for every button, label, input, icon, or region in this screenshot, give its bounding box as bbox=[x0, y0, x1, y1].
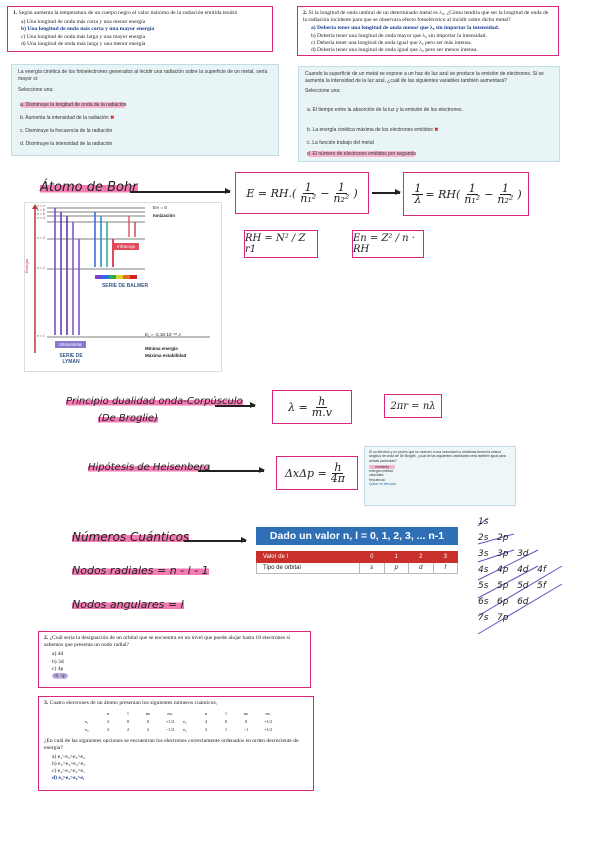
e-infinity-label: E∞ = 0 bbox=[153, 205, 167, 210]
table-row: Valor de l 0 1 2 3 bbox=[256, 551, 458, 563]
clear-choice-link[interactable]: Quitar mi elección bbox=[369, 482, 397, 487]
aufbau-arrows-svg bbox=[477, 517, 563, 635]
question-1-stem: 1. Según aumenta la temperatura de un cu… bbox=[13, 10, 237, 16]
moodle-left-option-a[interactable]: a. Disminuye la longitud de onda de la r… bbox=[20, 102, 127, 108]
question-1-option-a: a) Una longitud de onda más corta y una … bbox=[21, 19, 146, 26]
moodle-right-option-b[interactable]: b. La energía cinética máxima de los ele… bbox=[307, 127, 439, 133]
moodle-right-prompt: Seleccione una: bbox=[305, 88, 341, 94]
level-label-n1: n = 1 bbox=[37, 334, 45, 338]
question-4-stem: 3. Cuatro electrones de un átomo present… bbox=[44, 700, 218, 706]
question-3-box: 2. ¿Cuál sería la designación de un orbi… bbox=[38, 631, 311, 688]
table-row: n l mₗ mₛ n l mₗ mₛ bbox=[106, 711, 271, 717]
radial-nodes-formula: Nodos radiales = n - l - 1 bbox=[72, 564, 209, 577]
question-4-box: 3. Cuatro electrones de un átomo present… bbox=[38, 696, 314, 791]
heisenberg-quiz-card: Si un electrón y un protón que se mueven… bbox=[364, 446, 516, 506]
heisenberg-title: Hipótesis de Heisenberg bbox=[88, 462, 211, 473]
moodle-right-question: Cuando la superficie de un metal se expo… bbox=[305, 71, 544, 84]
question-1-option-d: d) Una longitud de onda más larga y una … bbox=[21, 40, 146, 47]
moodle-left-prompt: Seleccione una: bbox=[18, 87, 54, 93]
question-4-option-d: d) e₂>e₃>e₄>e₁ bbox=[52, 775, 85, 782]
arrow-icon bbox=[130, 188, 231, 194]
level-label-n3: n = 3 bbox=[37, 236, 45, 240]
bohr-rh-equation: RH = N² / Z r1 bbox=[244, 230, 318, 258]
energy-axis-label: Energía bbox=[24, 258, 29, 273]
question-3-option-b: b) 3d bbox=[52, 658, 64, 665]
angular-nodes-formula: Nodos angulares = l bbox=[72, 598, 184, 611]
bohr-en-equation: En = Z² / n · RH bbox=[352, 230, 424, 258]
wrong-mark-icon: ✖ bbox=[110, 115, 115, 121]
quiz-option-frequency[interactable]: frecuencia bbox=[369, 477, 385, 482]
moodle-left-option-b[interactable]: b. Aumenta la intensidad de la radiación… bbox=[20, 115, 115, 121]
moodle-right-option-d[interactable]: d. El número de electrones emitidos por … bbox=[307, 151, 416, 157]
min-energy-label: Mínima energía bbox=[145, 346, 178, 351]
quiz-option-momentum[interactable]: momento bbox=[369, 464, 511, 469]
table-row: Tipo de orbital s p d f bbox=[256, 562, 458, 574]
question-4-option-a: a) e₁>e₂>e₃>e₄ bbox=[52, 753, 85, 760]
question-3-option-a: a) 4d bbox=[52, 651, 64, 658]
question-4-question: ¿En cuál de las siguientes opciones se e… bbox=[44, 738, 299, 752]
e1-label: E₁ = -2,18·10⁻¹⁸ J bbox=[145, 332, 181, 337]
arrow-icon bbox=[184, 537, 247, 543]
quantum-banner: Dado un valor n, l = 0, 1, 2, 3, ... n-1 bbox=[256, 527, 458, 545]
bohr-title: Átomo de Bohr bbox=[40, 180, 138, 195]
aufbau-diagram: 1s 2s 2p 3s 3p 3d 4s 4p 4d 4f 5s 5p 5d 5… bbox=[474, 514, 584, 642]
infrared-label: Infrarrojo bbox=[113, 243, 140, 250]
arrow-icon bbox=[215, 402, 256, 408]
debroglie-orbit-equation: 2πr = nλ bbox=[384, 394, 442, 418]
question-2-option-d: d) Debería tener una longitud de onda ig… bbox=[311, 47, 478, 54]
arrow-icon bbox=[372, 189, 401, 195]
debroglie-subtitle: (De Broglie) bbox=[98, 413, 158, 424]
question-1-option-b: b) Una longitud de onda más corta y una … bbox=[21, 26, 155, 33]
ultraviolet-label: Ultravioleta bbox=[55, 341, 86, 348]
level-label-n2: n = 2 bbox=[37, 266, 45, 270]
question-3-stem: 2. ¿Cuál sería la designación de un orbi… bbox=[44, 635, 291, 649]
moodle-question-left: La energía cinética de los fotoelectrone… bbox=[11, 64, 279, 156]
quiz-option-kinetic[interactable]: energía cinética bbox=[369, 469, 393, 474]
moodle-question-right: Cuando la superficie de un metal se expo… bbox=[298, 66, 560, 162]
moodle-right-option-c[interactable]: c. La función trabajo del metal bbox=[307, 140, 374, 146]
ionization-label: Ionización bbox=[153, 213, 176, 218]
question-3-option-d: d) 3p bbox=[52, 673, 68, 680]
question-2-option-a: a) Debería tener una longitud de onda me… bbox=[311, 25, 500, 32]
question-1-option-c: c) Una longitud de onda más larga y una … bbox=[21, 33, 146, 40]
moodle-right-option-a[interactable]: a. El tiempo entre la absorción de la lu… bbox=[307, 107, 463, 113]
max-stability-label: Máxima estabilidad bbox=[145, 353, 187, 358]
question-2-option-c: c) Debería tener una longitud de onda ig… bbox=[311, 39, 472, 46]
quiz-option-velocity[interactable]: velocidad bbox=[369, 473, 384, 478]
question-1-box: 1. Según aumenta la temperatura de un cu… bbox=[7, 6, 273, 52]
question-2-option-b: b) Debería tener una longitud de onda ma… bbox=[311, 32, 487, 39]
quiz-card-text: Si un electrón y un protón que se mueven… bbox=[369, 450, 506, 463]
lyman-series-label: SERIE DE LYMAN bbox=[59, 353, 83, 365]
moodle-left-option-d[interactable]: d. Disminuye la intensidad de la radiaci… bbox=[20, 141, 113, 147]
question-4-option-b: b) e₂>e₃>e₄>e₁ bbox=[52, 760, 86, 767]
question-3-option-c: c) 4p bbox=[52, 665, 64, 672]
orbital-type-table: Valor de l 0 1 2 3 Tipo de orbital s p d… bbox=[256, 551, 458, 574]
question-4-option-c: c) e₄>e₃>e₂>e₁ bbox=[52, 768, 85, 775]
arrow-icon bbox=[198, 467, 265, 473]
question-2-box: 2. Si la longitud de onda umbral de un d… bbox=[297, 6, 559, 56]
moodle-left-option-c[interactable]: c. Disminuye la frecuencia de la radiaci… bbox=[20, 128, 113, 134]
moodle-left-question: La energía cinética de los fotoelectrone… bbox=[18, 69, 268, 82]
balmer-series-label: SERIE DE BALMER bbox=[101, 283, 149, 289]
debroglie-title: Principio dualidad onda-Corpúsculo bbox=[66, 396, 243, 407]
quantum-numbers-title: Números Cuánticos bbox=[72, 530, 190, 544]
wrong-mark-icon: ✖ bbox=[434, 127, 439, 133]
question-2-stem: 2. Si la longitud de onda umbral de un d… bbox=[303, 10, 549, 24]
